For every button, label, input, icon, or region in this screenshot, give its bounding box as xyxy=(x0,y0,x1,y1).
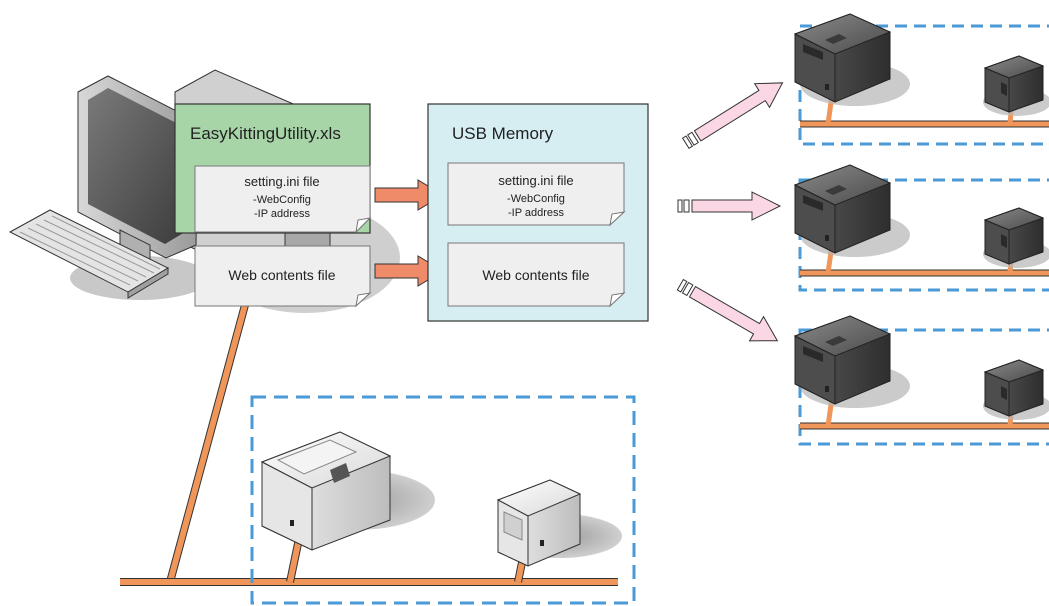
printer-dark-icon xyxy=(794,315,911,409)
printer-dark-icon xyxy=(982,207,1049,269)
printer-dark-icon xyxy=(982,359,1049,421)
usb-setting-item: -WebConfig xyxy=(507,193,565,205)
printer-dark-icon xyxy=(982,55,1049,117)
usb-box-title: USB Memory xyxy=(452,124,554,143)
excel-box-title: EasyKittingUtility.xls xyxy=(190,124,341,143)
usb-web-file-title: Web contents file xyxy=(482,267,589,283)
excel-web-file-title: Web contents file xyxy=(228,267,335,283)
excel-setting-file-title: setting.ini file xyxy=(244,174,319,189)
excel-setting-item: -IP address xyxy=(254,208,311,220)
usb-web-contents-file: Web contents file xyxy=(447,242,626,308)
excel-setting-item: -WebConfig xyxy=(253,194,311,206)
printer-dark-icon xyxy=(794,164,911,258)
local-network-frame xyxy=(250,395,636,605)
printer-light-icon xyxy=(260,431,435,551)
target-network-group-2 xyxy=(794,164,1049,292)
distribute-arrow-bottom xyxy=(676,278,779,342)
target-network-group-1 xyxy=(794,13,1049,146)
excel-web-contents-file: Web contents file xyxy=(194,245,372,308)
printer-light-icon xyxy=(496,479,622,567)
usb-setting-item: -IP address xyxy=(508,207,565,219)
distribute-arrow-middle xyxy=(677,191,782,221)
printer-dark-icon xyxy=(794,13,911,107)
usb-setting-file-title: setting.ini file xyxy=(498,173,573,188)
excel-setting-file: setting.ini file -WebConfig -IP address xyxy=(194,165,372,234)
usb-setting-file: setting.ini file -WebConfig -IP address xyxy=(447,162,626,227)
distribute-arrow-top xyxy=(681,82,784,150)
target-network-group-3 xyxy=(794,315,1049,446)
